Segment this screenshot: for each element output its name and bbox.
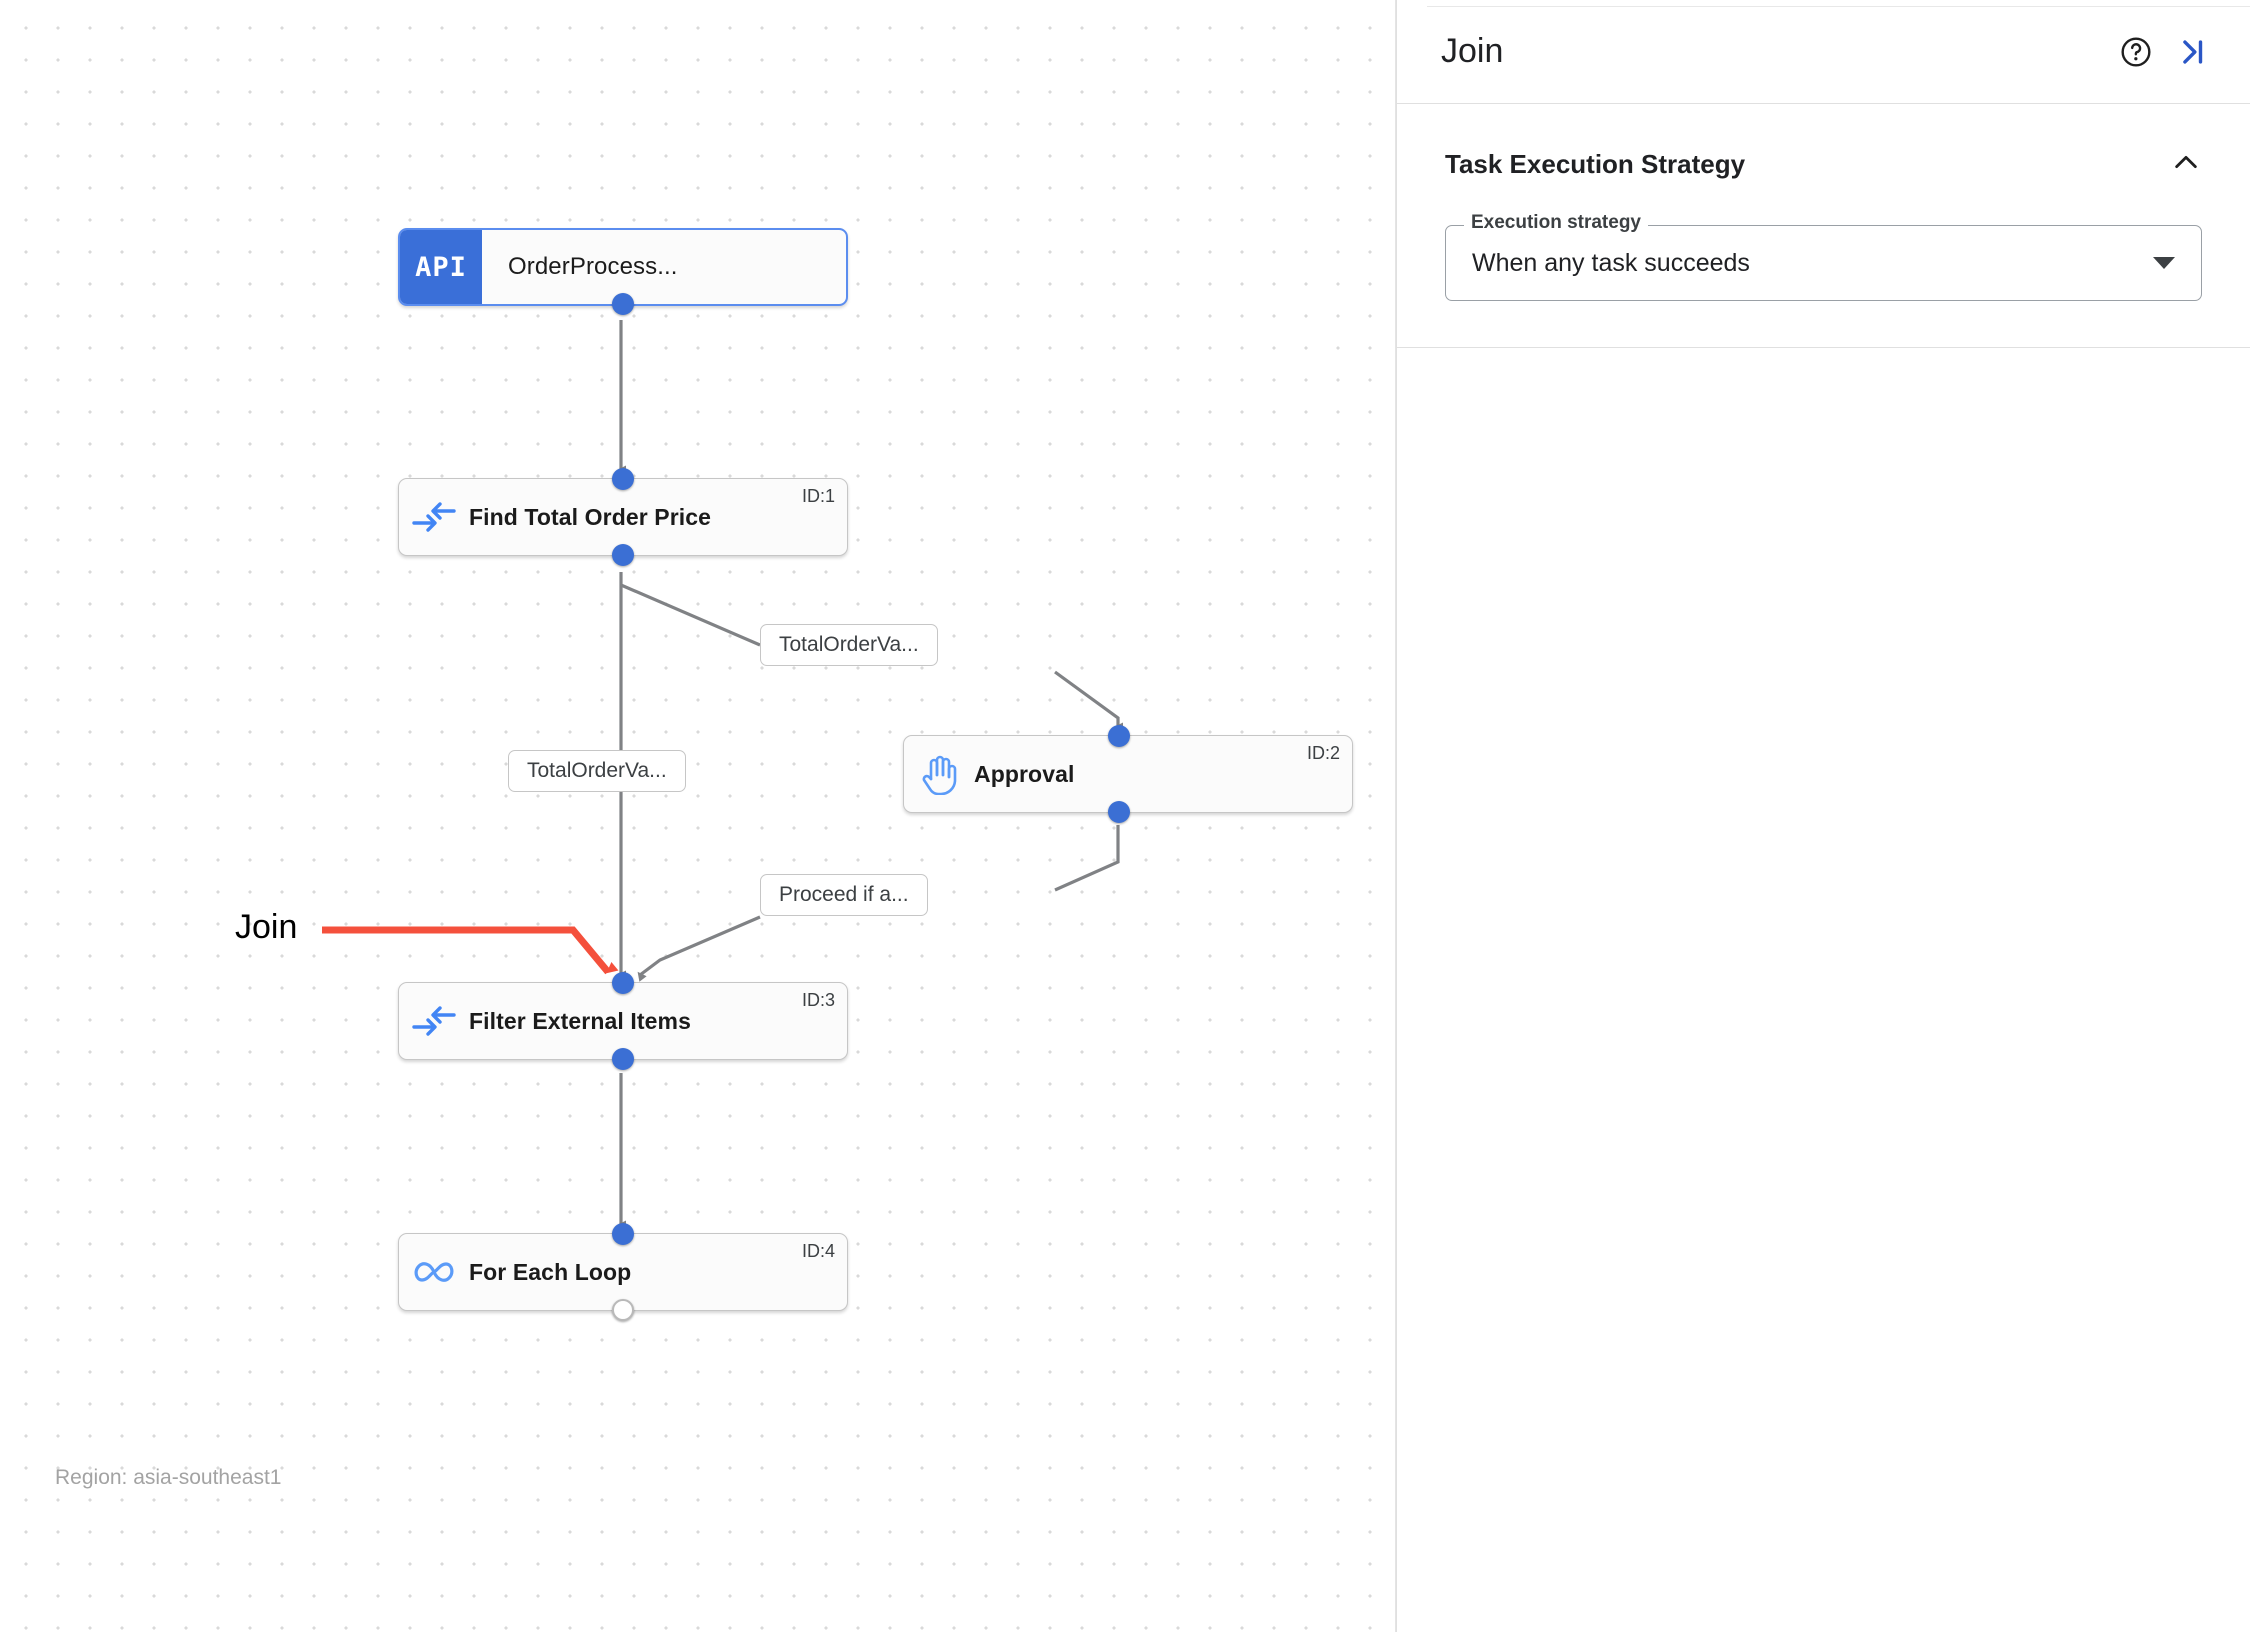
node-label: OrderProcess... <box>508 253 678 280</box>
edge-label-proceed-if-approved[interactable]: Proceed if a... <box>760 874 928 916</box>
edge-label-totalordervalue-to-approval[interactable]: TotalOrderVa... <box>760 624 938 666</box>
node-label: Filter External Items <box>469 1007 691 1034</box>
section-header[interactable]: Task Execution Strategy <box>1445 146 2202 183</box>
section-task-execution-strategy: Task Execution Strategy Execution strate… <box>1397 104 2250 348</box>
execution-strategy-select[interactable]: Execution strategy When any task succeed… <box>1445 213 2202 301</box>
node-filter-external-items[interactable]: ID:3 Filter External Items <box>398 972 848 1070</box>
panel-header: Join <box>1397 0 2250 104</box>
annotation-label-join: Join <box>235 908 298 946</box>
node-label: Approval <box>974 760 1075 787</box>
edge-label-totalordervalue-to-filter[interactable]: TotalOrderVa... <box>508 750 686 792</box>
canvas-right-border <box>1395 0 1396 1632</box>
node-label: Find Total Order Price <box>469 503 712 530</box>
chevron-up-icon[interactable] <box>2170 146 2202 183</box>
node-trigger-orderprocess[interactable]: API OrderProcess... <box>398 228 848 315</box>
node-for-each-loop[interactable]: ID:4 For Each Loop <box>398 1223 848 1321</box>
hand-icon <box>904 753 974 795</box>
merge-arrows-icon <box>399 501 469 533</box>
node-id-label: ID:3 <box>801 990 835 1010</box>
connector-output[interactable] <box>612 293 634 315</box>
connector-input[interactable] <box>612 468 634 490</box>
node-id-label: ID:2 <box>1306 743 1340 763</box>
section-title: Task Execution Strategy <box>1445 149 1746 179</box>
infinity-icon <box>399 1259 469 1285</box>
panel-top-divider <box>1427 6 2250 7</box>
connector-output[interactable] <box>1108 801 1130 823</box>
node-id-label: ID:1 <box>801 486 835 506</box>
connector-output[interactable] <box>612 544 634 566</box>
connector-output[interactable] <box>612 1048 634 1070</box>
connector-input[interactable] <box>612 972 634 994</box>
execution-strategy-value: When any task succeeds <box>1472 248 1750 277</box>
panel-title: Join <box>1441 32 1504 70</box>
execution-strategy-label: Execution strategy <box>1464 213 1648 232</box>
api-badge-icon: API <box>400 230 482 304</box>
help-circle-icon[interactable] <box>2108 24 2164 80</box>
workflow-canvas[interactable]: API OrderProcess... ID:1 Find <box>0 0 1396 1632</box>
caret-down-icon[interactable] <box>2153 257 2175 269</box>
node-approval[interactable]: ID:2 Approval <box>903 725 1353 823</box>
region-label: Region: asia-southeast1 <box>55 1466 282 1489</box>
connector-input[interactable] <box>1108 725 1130 747</box>
collapse-panel-icon[interactable] <box>2164 24 2220 80</box>
properties-panel: Join Task Execution Strategy <box>1396 0 2250 1632</box>
node-find-total-order-price[interactable]: ID:1 Find Total Order Price <box>398 468 848 566</box>
node-id-label: ID:4 <box>801 1241 835 1261</box>
merge-arrows-icon <box>399 1005 469 1037</box>
connector-input[interactable] <box>612 1223 634 1245</box>
node-label: For Each Loop <box>469 1258 632 1285</box>
connector-loop-output[interactable] <box>612 1299 634 1321</box>
